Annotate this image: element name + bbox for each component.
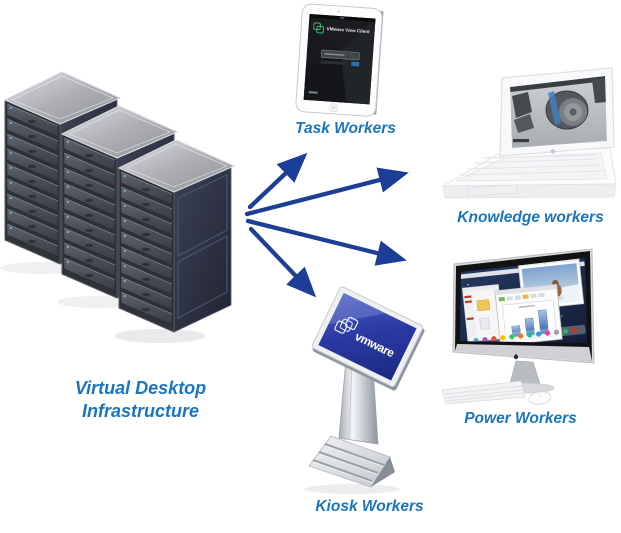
task-workers-label: Task Workers bbox=[295, 120, 396, 137]
tablet-login-field bbox=[320, 49, 360, 67]
hp-logo-dot bbox=[550, 149, 556, 154]
power-workers-label: Power Workers bbox=[464, 410, 577, 427]
kiosk-screen: vmware bbox=[311, 286, 425, 391]
vmware-boxes-icon bbox=[334, 316, 359, 334]
tablet-home-button bbox=[329, 103, 339, 113]
vmware-view-logo-icon bbox=[313, 22, 325, 34]
tablet-camera-dot bbox=[337, 10, 340, 13]
arrow-to-task-workers bbox=[247, 152, 308, 210]
rack-side-panel bbox=[177, 174, 228, 257]
mouse bbox=[528, 391, 552, 405]
arrow-to-knowledge-workers bbox=[244, 167, 409, 217]
cad-blue-band bbox=[548, 91, 561, 125]
laptop-illustration bbox=[441, 67, 617, 199]
arrow-to-kiosk-workers bbox=[248, 226, 317, 298]
imac-chart-window bbox=[494, 283, 563, 343]
server-racks-illustration bbox=[0, 72, 234, 343]
tablet-app-title: VMware View Client bbox=[326, 26, 370, 34]
keyboard bbox=[441, 380, 526, 405]
kiosk-workers-label: Kiosk Workers bbox=[315, 498, 424, 515]
laptop-screen bbox=[510, 76, 607, 148]
vdi-title-line1: Virtual Desktop bbox=[74, 378, 207, 398]
arrow-to-power-workers bbox=[245, 218, 407, 266]
kiosk-illustration: vmware bbox=[304, 286, 425, 494]
apple-logo-icon bbox=[513, 353, 519, 360]
rack-side-panel bbox=[177, 235, 228, 319]
imac-dock bbox=[469, 324, 586, 343]
imac-illustration bbox=[441, 248, 595, 405]
vdi-title: Virtual Desktop Infrastructure bbox=[38, 377, 243, 423]
knowledge-workers-label: Knowledge workers bbox=[457, 209, 604, 226]
connection-arrows bbox=[244, 152, 409, 298]
tablet-illustration: VMware View Client bbox=[295, 3, 384, 117]
laptop-touchpad bbox=[467, 184, 519, 197]
kiosk-base bbox=[308, 435, 395, 488]
imac-chin bbox=[455, 344, 592, 361]
imac-left-window bbox=[462, 284, 505, 343]
tablet-screen: VMware View Client bbox=[303, 13, 376, 105]
vdi-title-line2: Infrastructure bbox=[81, 401, 200, 421]
